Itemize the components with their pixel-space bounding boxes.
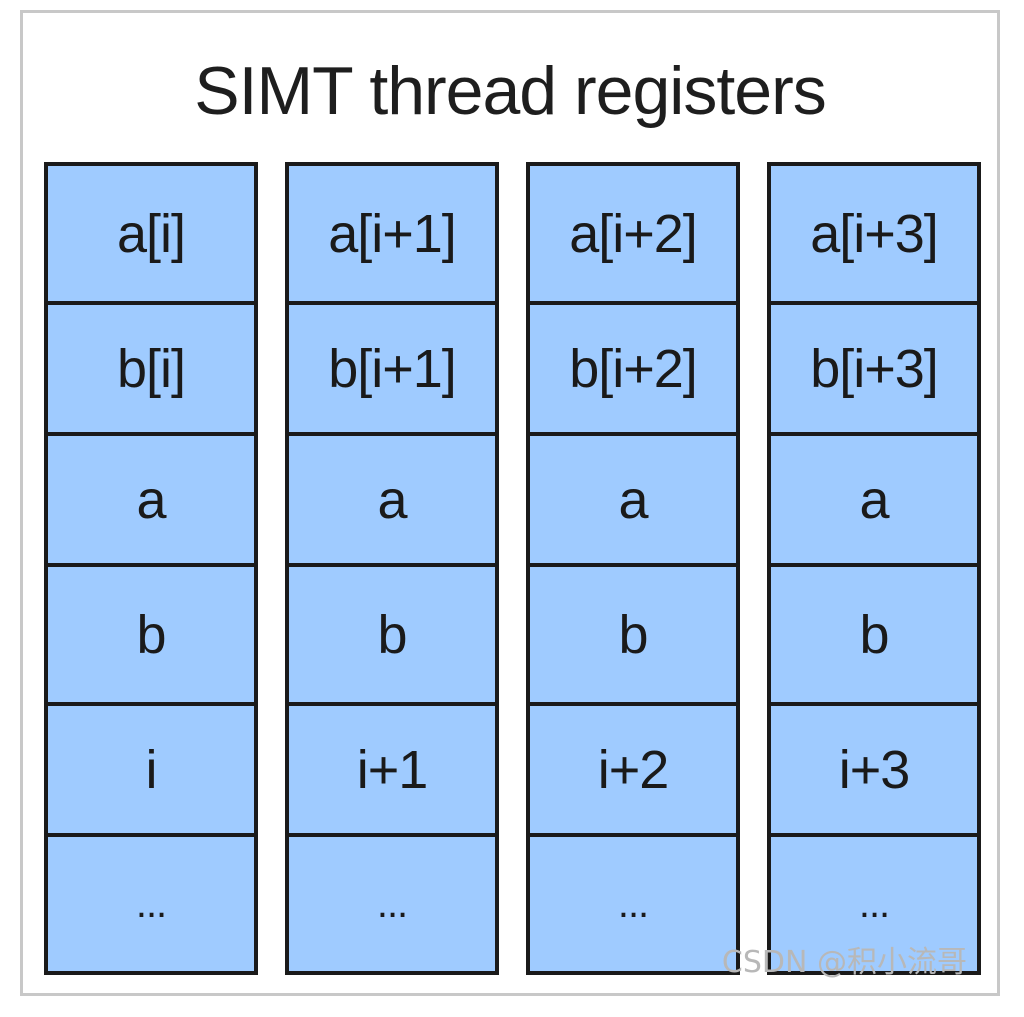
register-cell-ellipsis: ... bbox=[289, 837, 495, 971]
register-cell: b bbox=[289, 567, 495, 706]
register-cell-ellipsis: ... bbox=[48, 837, 254, 971]
register-cell: b bbox=[771, 567, 977, 706]
thread-column-3: a[i+3] b[i+3] a b i+3 ... bbox=[767, 162, 981, 975]
register-cell: a[i+3] bbox=[771, 166, 977, 305]
register-cell: i+3 bbox=[771, 706, 977, 837]
register-cell: i+1 bbox=[289, 706, 495, 837]
register-cell-ellipsis: ... bbox=[771, 837, 977, 971]
register-cell: a bbox=[771, 436, 977, 567]
register-cell: b[i+2] bbox=[530, 305, 736, 436]
register-cell: b bbox=[530, 567, 736, 706]
register-cell: b[i+3] bbox=[771, 305, 977, 436]
thread-columns: a[i] b[i] a b i ... a[i+1] b[i+1] a b i+… bbox=[44, 162, 984, 975]
register-cell: b[i] bbox=[48, 305, 254, 436]
register-cell: b[i+1] bbox=[289, 305, 495, 436]
register-cell: a bbox=[289, 436, 495, 567]
register-cell: a bbox=[48, 436, 254, 567]
register-cell: a[i] bbox=[48, 166, 254, 305]
watermark-text: CSDN @积小流哥 bbox=[721, 945, 967, 980]
thread-column-2: a[i+2] b[i+2] a b i+2 ... bbox=[526, 162, 740, 975]
register-cell: a[i+1] bbox=[289, 166, 495, 305]
diagram-frame: SIMT thread registers a[i] b[i] a b i ..… bbox=[20, 10, 1000, 996]
register-cell-ellipsis: ... bbox=[530, 837, 736, 971]
thread-column-1: a[i+1] b[i+1] a b i+1 ... bbox=[285, 162, 499, 975]
register-cell: a bbox=[530, 436, 736, 567]
register-cell: i+2 bbox=[530, 706, 736, 837]
diagram-title: SIMT thread registers bbox=[194, 53, 827, 129]
thread-column-0: a[i] b[i] a b i ... bbox=[44, 162, 258, 975]
register-cell: i bbox=[48, 706, 254, 837]
register-cell: b bbox=[48, 567, 254, 706]
register-cell: a[i+2] bbox=[530, 166, 736, 305]
